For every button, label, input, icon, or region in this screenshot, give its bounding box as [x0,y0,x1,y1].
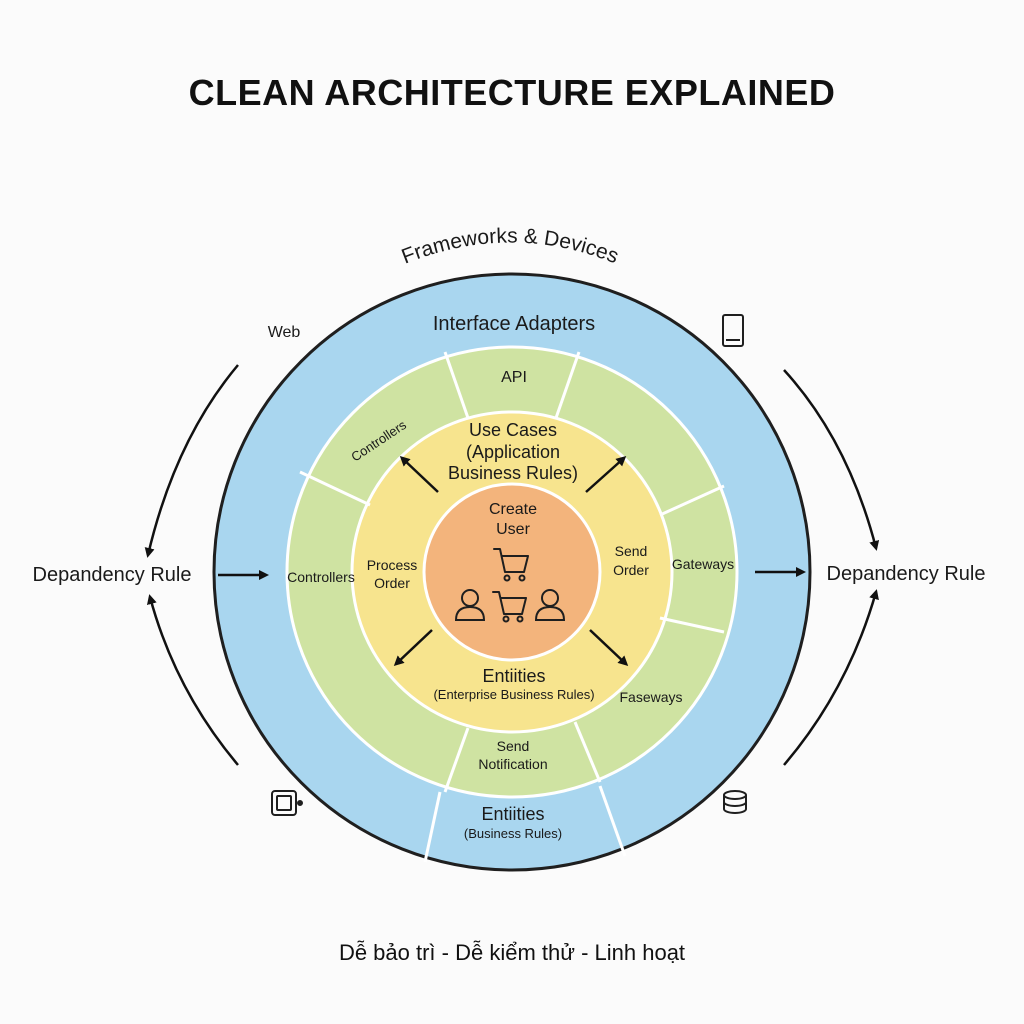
user-icon [454,589,486,621]
use-cases-label-3: Business Rules) [448,463,578,483]
shopping-cart-icon [493,548,529,582]
shopping-cart-icon [492,591,527,623]
interface-adapters-label: Interface Adapters [433,313,595,335]
create-user-label-2: User [496,521,530,538]
footer-tagline: Dễ bảo trì - Dễ kiểm thử - Linh hoạt [338,940,686,965]
dependency-rule-left-label: Depandency Rule [33,564,192,586]
use-cases-label-1: Use Cases [469,420,557,440]
entities-inner-sublabel: (Enterprise Business Rules) [433,687,594,702]
phone-icon [722,314,744,347]
send-order-label-2: Order [613,562,649,578]
entities-inner-label: Entiities [482,666,545,686]
dependency-rule-right-label: Depandency Rule [827,563,986,585]
use-cases-label-2: (Application [466,442,560,462]
create-user-label-1: Create [489,501,537,518]
left-dependency-arcs [144,364,269,766]
process-order-label-2: Order [374,575,410,591]
frameworks-devices-label: Frameworks & Devices [398,224,621,268]
faseways-label: Faseways [619,689,682,705]
controllers-label: Controllers [287,569,355,585]
send-notification-label-2: Notification [478,756,547,772]
adapter-segment-dividers [299,351,725,793]
send-order-label-1: Send [615,543,648,559]
database-icon [723,790,747,814]
gateways-label: Gateways [672,556,734,572]
outer-segment-dividers [423,785,627,863]
tablet-icon [271,790,303,816]
right-dependency-arcs [755,369,880,766]
process-order-label-1: Process [367,557,418,573]
api-label: API [501,369,527,386]
send-notification-label-1: Send [497,738,530,754]
web-label: Web [268,324,301,341]
page-title: CLEAN ARCHITECTURE EXPLAINED [188,72,836,113]
entities-outer-sublabel: (Business Rules) [464,826,562,841]
entities-outer-label: Entiities [481,804,544,824]
inner-arrows [393,455,629,667]
user-icon [534,589,566,621]
